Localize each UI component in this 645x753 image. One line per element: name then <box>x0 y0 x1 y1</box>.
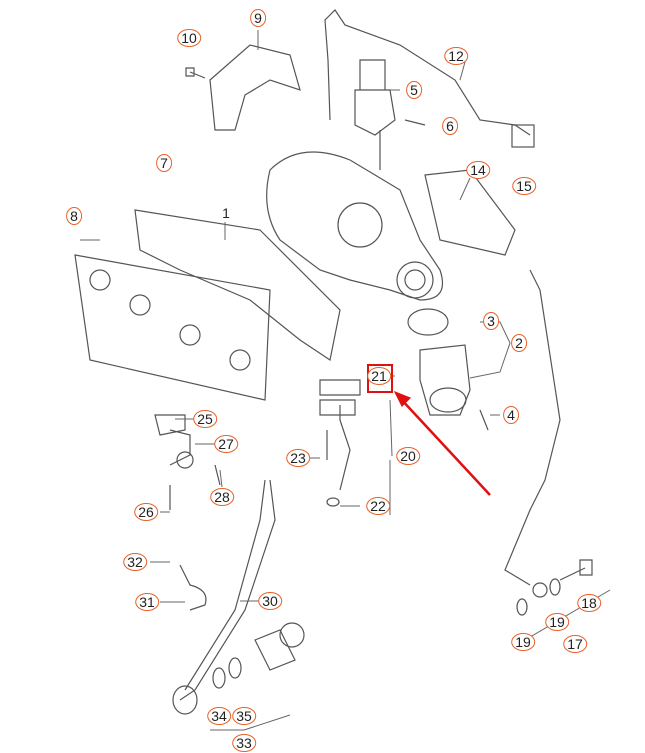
callout-1[interactable]: 1 <box>218 204 234 222</box>
callout-2[interactable]: 2 <box>511 334 527 352</box>
callout-35[interactable]: 35 <box>232 707 256 725</box>
highlight-arrow <box>399 397 491 496</box>
callout-31[interactable]: 31 <box>135 593 159 611</box>
callout-34[interactable]: 34 <box>207 707 231 725</box>
callout-14[interactable]: 14 <box>466 161 490 179</box>
bolt-4-part <box>479 409 489 431</box>
callout-15[interactable]: 15 <box>512 177 536 195</box>
callout-3[interactable]: 3 <box>483 312 499 330</box>
callout-6[interactable]: 6 <box>442 117 458 135</box>
callout-30[interactable]: 30 <box>258 592 282 610</box>
bracket-part <box>424 169 516 256</box>
callout-5[interactable]: 5 <box>406 81 422 99</box>
callout-26[interactable]: 26 <box>134 503 158 521</box>
valve-part <box>354 59 396 170</box>
callout-17[interactable]: 17 <box>563 635 587 653</box>
callout-18[interactable]: 18 <box>577 594 601 612</box>
callout-19a[interactable]: 19 <box>545 613 569 631</box>
oil-return-pipe-part <box>179 479 276 701</box>
callout-25[interactable]: 25 <box>193 410 217 428</box>
heat-shield-part <box>209 44 301 131</box>
callout-33[interactable]: 33 <box>232 734 256 752</box>
callout-7[interactable]: 7 <box>156 154 172 172</box>
sensor-wire-part <box>324 9 531 136</box>
callout-9[interactable]: 9 <box>250 9 266 27</box>
oil-line-part <box>339 405 351 491</box>
bolt-part <box>185 67 206 79</box>
coolant-line-part <box>504 269 561 586</box>
callout-10[interactable]: 10 <box>177 29 201 47</box>
callout-19b[interactable]: 19 <box>511 633 535 651</box>
gasket-part <box>74 254 271 401</box>
support-bracket-part <box>154 414 191 466</box>
callout-23[interactable]: 23 <box>286 449 310 467</box>
o-ring-part <box>407 308 449 336</box>
bolt-6-part <box>404 119 426 126</box>
callout-21[interactable]: 21 <box>367 367 391 385</box>
callout-20[interactable]: 20 <box>396 447 420 465</box>
callout-22[interactable]: 22 <box>366 497 390 515</box>
callout-8[interactable]: 8 <box>66 207 82 225</box>
callout-4[interactable]: 4 <box>503 406 519 424</box>
exhaust-manifold-part <box>134 209 341 361</box>
callout-12[interactable]: 12 <box>444 47 468 65</box>
callout-32[interactable]: 32 <box>123 553 147 571</box>
turbocharger-part <box>266 151 444 301</box>
callout-27[interactable]: 27 <box>214 435 238 453</box>
elbow-part <box>419 344 471 416</box>
callout-28[interactable]: 28 <box>210 488 234 506</box>
connector-part <box>511 124 535 148</box>
